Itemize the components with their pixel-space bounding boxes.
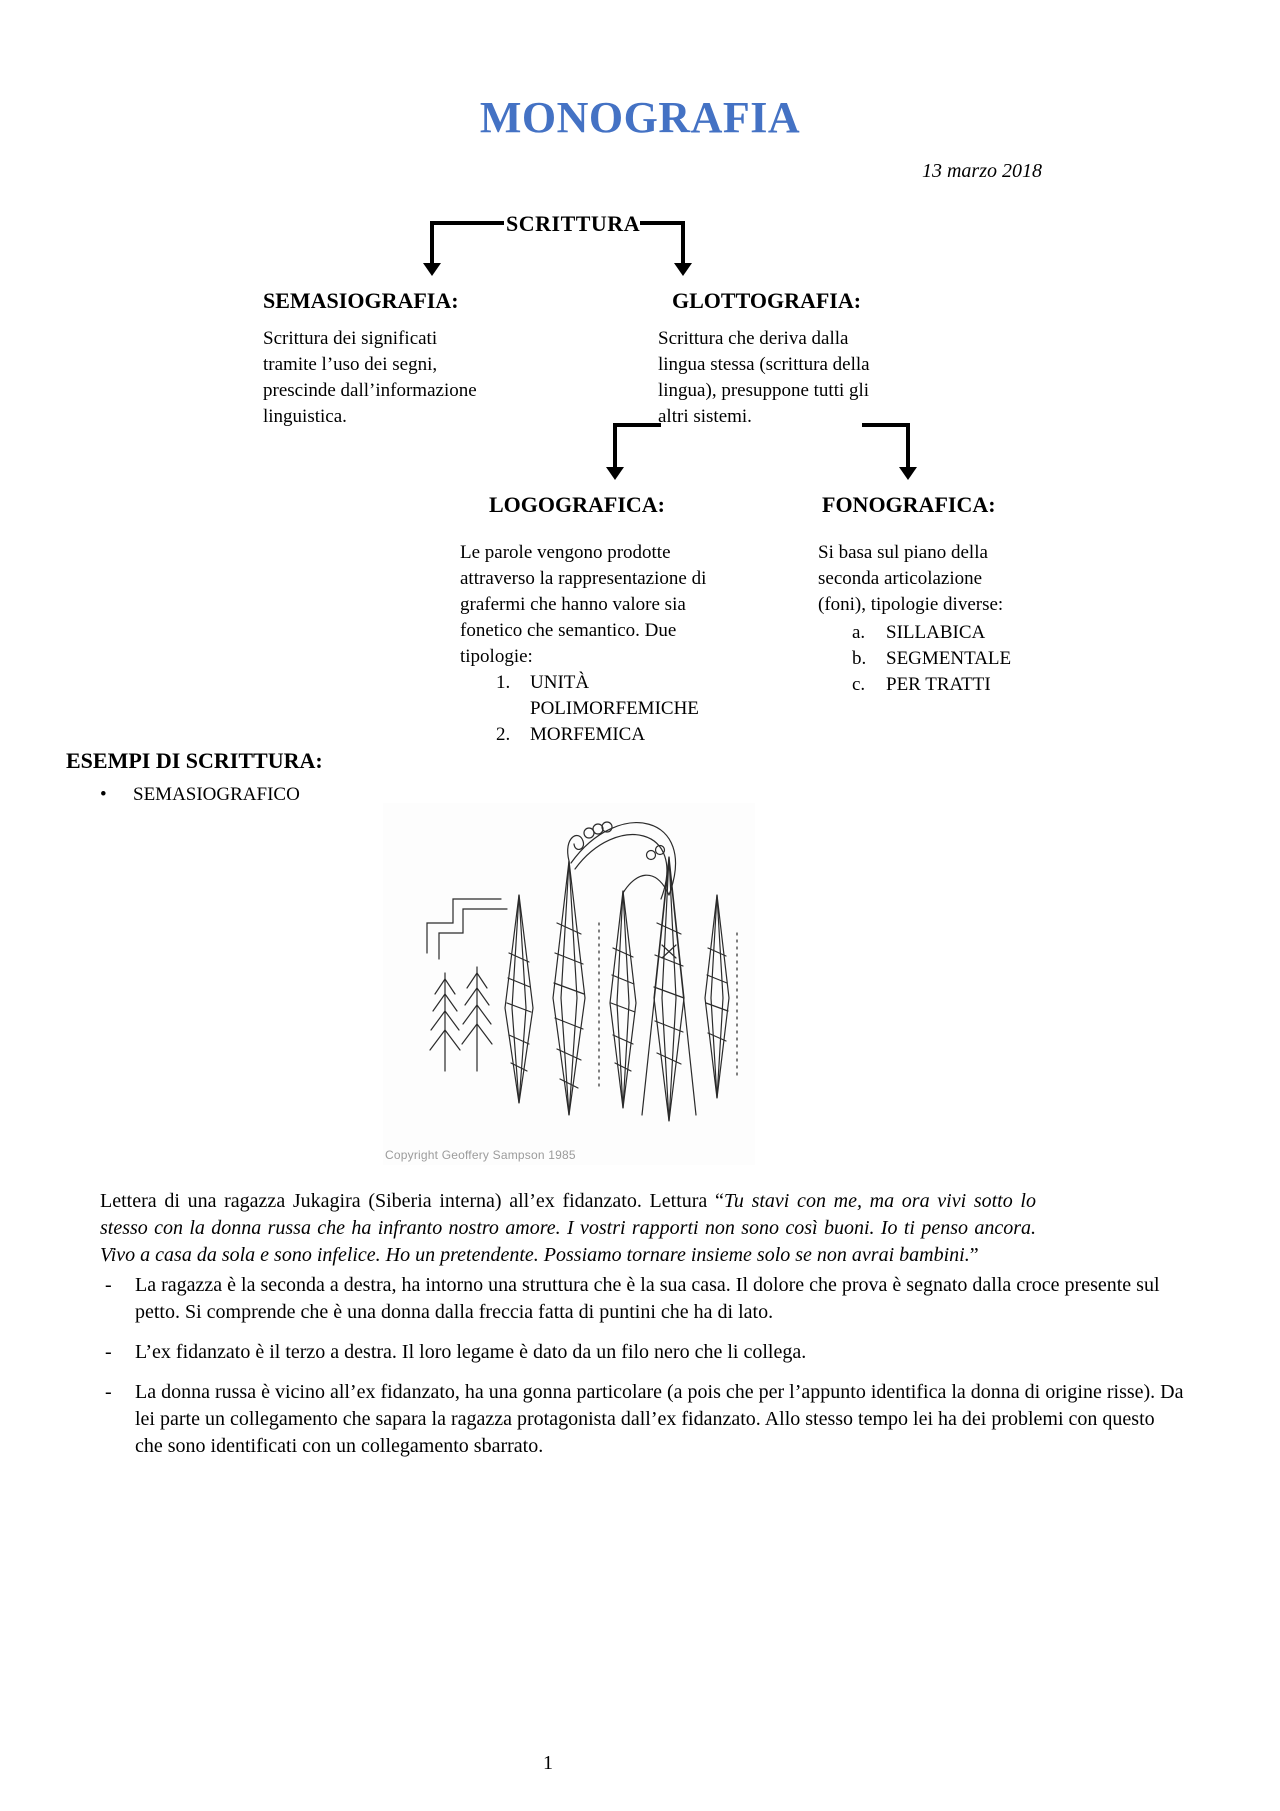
dash-marker: - xyxy=(105,1274,112,1296)
list-item-text: SILLABICA xyxy=(886,622,986,643)
connector-line-v xyxy=(681,221,685,265)
list-item: a. SILLABICA xyxy=(852,620,1042,646)
arrow-down-icon xyxy=(899,467,917,480)
semasiografia-description: Scrittura dei significati tramite l’uso … xyxy=(263,328,477,427)
logografica-heading: LOGOGRAFICA: xyxy=(489,492,665,517)
esempi-heading: ESEMPI DI SCRITTURA: xyxy=(66,748,323,773)
connector-line-h xyxy=(613,423,661,427)
letter-description-paragraph: Lettera di una ragazza Jukagira (Siberia… xyxy=(100,1188,1036,1269)
arrow-down-icon xyxy=(606,467,624,480)
bullet-icon: • xyxy=(100,784,107,805)
fonografica-heading: FONOGRAFICA: xyxy=(822,492,996,517)
analysis-point: - La donna russa è vicino all’ex fidanza… xyxy=(100,1379,1185,1460)
list-item-text: MORFEMICA xyxy=(530,724,646,745)
esempi-bullet-item: • SEMASIOGRAFICO xyxy=(100,782,500,808)
arrow-down-icon xyxy=(674,263,692,276)
letter-intro-text: Lettera di una ragazza Jukagira (Siberia… xyxy=(100,1190,724,1212)
letter-quote-text: Tu stavi con me, ma ora vivi sotto lo st… xyxy=(100,1190,1036,1266)
list-item: c. PER TRATTI xyxy=(852,672,1042,698)
glottografia-description: Scrittura che deriva dalla lingua stessa… xyxy=(658,328,870,427)
fonografica-description: Si basa sul piano della seconda articola… xyxy=(818,542,1004,615)
letter-quote-close: ” xyxy=(969,1244,979,1266)
analysis-point: - La ragazza è la seconda a destra, ha i… xyxy=(100,1272,1185,1326)
connector-line-v xyxy=(430,221,434,265)
fonografica-type-list: a. SILLABICA b. SEGMENTALE c. PER TRATTI xyxy=(852,620,1042,698)
logografica-type-list: 1. UNITÀ POLIMORFEMICHE 2. MORFEMICA xyxy=(496,670,720,748)
connector-line-v xyxy=(613,423,617,469)
figure-caption: Copyright Geoffery Sampson 1985 xyxy=(385,1148,576,1162)
connector-line-v xyxy=(906,423,910,469)
list-item-text: PER TRATTI xyxy=(886,674,991,695)
analysis-point: - L’ex fidanzato è il terzo a destra. Il… xyxy=(100,1339,1185,1366)
analysis-point-text: L’ex fidanzato è il terzo a destra. Il l… xyxy=(135,1341,807,1363)
dash-marker: - xyxy=(105,1341,112,1363)
analysis-point-text: La donna russa è vicino all’ex fidanzato… xyxy=(135,1381,1184,1457)
yukaghir-letter-figure: Copyright Geoffery Sampson 1985 xyxy=(383,803,755,1165)
arrow-down-icon xyxy=(423,263,441,276)
list-marker: c. xyxy=(852,674,866,695)
page-number: 1 xyxy=(543,1752,553,1774)
analysis-point-list: - La ragazza è la seconda a destra, ha i… xyxy=(100,1272,1185,1473)
diagram-root-label: SCRITTURA xyxy=(506,211,641,236)
connector-line-h xyxy=(640,221,685,225)
logografica-description: Le parole vengono prodotte attraverso la… xyxy=(460,542,707,667)
dash-marker: - xyxy=(105,1381,112,1403)
glottografia-heading: GLOTTOGRAFIA: xyxy=(672,288,862,313)
list-item: 1. UNITÀ POLIMORFEMICHE xyxy=(496,670,720,722)
analysis-point-text: La ragazza è la seconda a destra, ha int… xyxy=(135,1274,1160,1323)
yukaghir-letter-drawing xyxy=(426,821,738,1122)
page-title: MONOGRAFIA xyxy=(479,93,801,142)
connector-line-h xyxy=(430,221,504,225)
list-item-text: UNITÀ POLIMORFEMICHE xyxy=(530,672,699,719)
semasiografia-heading: SEMASIOGRAFIA: xyxy=(263,288,459,313)
list-marker: b. xyxy=(852,648,867,669)
list-item: b. SEGMENTALE xyxy=(852,646,1042,672)
list-item-text: SEGMENTALE xyxy=(886,648,1012,669)
document-date: 13 marzo 2018 xyxy=(921,160,1042,182)
list-marker: 2. xyxy=(496,724,511,745)
list-item: 2. MORFEMICA xyxy=(496,722,720,748)
list-marker: a. xyxy=(852,622,866,643)
list-marker: 1. xyxy=(496,672,511,693)
bullet-label: SEMASIOGRAFICO xyxy=(133,784,300,805)
connector-line-h xyxy=(862,423,910,427)
